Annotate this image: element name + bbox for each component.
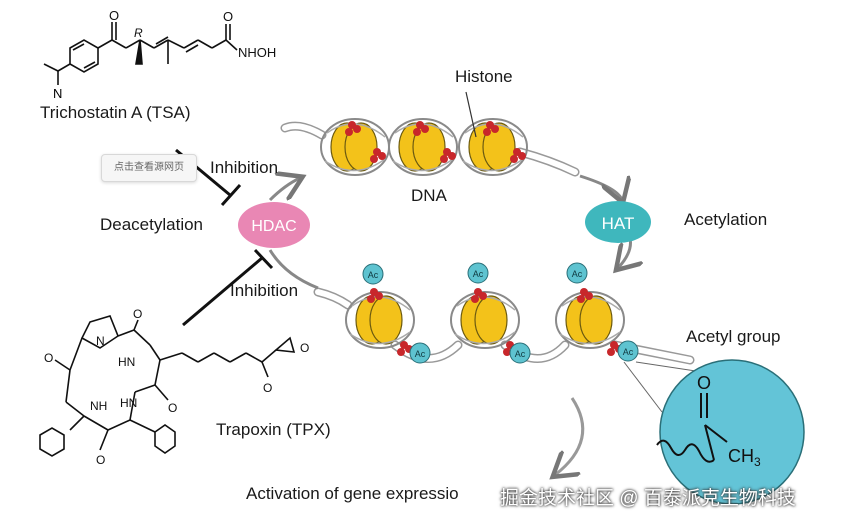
inhibition-top-label: Inhibition [210,158,279,177]
tsa-stereo-label: R [134,26,143,40]
tpx-structure [39,315,296,457]
tsa-amine-label: N [53,86,62,101]
acetyl-badges: Ac Ac Ac Ac Ac Ac [362,262,639,364]
svg-text:Ac: Ac [515,349,526,359]
tpx-label: Trapoxin (TPX) [216,420,331,439]
tpx-n-label: N [96,334,105,348]
tpx-oxygen-label: O [133,307,142,321]
svg-text:Ac: Ac [623,347,634,357]
view-source-tooltip[interactable]: 点击查看源网页 [101,154,197,182]
tpx-epoxide-oxygen-label: O [300,341,309,355]
hat-enzyme: HAT [585,201,651,243]
activation-arrow [555,397,585,475]
acetylation-label: Acetylation [684,210,768,229]
svg-text:Ac: Ac [572,269,583,279]
tsa-label: Trichostatin A (TSA) [40,103,191,122]
deacetylation-label: Deacetylation [100,215,204,234]
acetyl-group-callout: O CH3 [623,359,805,505]
arrow-to-hat [579,174,622,200]
tsa-hydroxamate-label: NHOH [238,45,276,60]
ac-badge: Ac [566,262,588,284]
svg-text:HDAC: HDAC [251,218,296,235]
tsa-structure [43,22,238,85]
tpx-oxygen-label: O [168,401,177,415]
activation-label: Activation of gene expressio [246,484,459,503]
svg-text:Ac: Ac [415,349,426,359]
arrow-to-hdac [268,249,319,290]
svg-text:O: O [697,373,711,393]
dna-label: DNA [411,186,447,205]
tsa-oxygen-label: O [223,9,233,24]
arrow-from-hdac [268,178,300,202]
ac-badge: Ac [509,342,531,364]
svg-text:Ac: Ac [368,270,379,280]
watermark: 掘金技术社区 @ 百泰派克生物科技 [500,488,796,509]
acetyl-group-label: Acetyl group [686,327,781,346]
tpx-n-label: NH [90,399,107,413]
ac-badge: Ac [362,263,384,285]
tpx-inhibition [182,248,274,327]
histone-label: Histone [455,67,513,86]
svg-text:HAT: HAT [602,214,635,233]
ac-badge: Ac [617,340,639,362]
svg-text:CH3: CH3 [728,446,761,469]
tpx-oxygen-label: O [44,351,53,365]
tpx-oxygen-label: O [263,381,272,395]
tpx-n-label: HN [118,355,135,369]
tpx-n-label: HN [120,396,137,410]
svg-text:Ac: Ac [473,269,484,279]
hdac-enzyme: HDAC [238,202,310,248]
inhibition-bottom-label: Inhibition [230,281,299,300]
ac-badge: Ac [467,262,489,284]
bottom-nucleosomes [345,288,625,356]
top-nucleosomes [320,118,528,176]
ac-badge: Ac [409,342,431,364]
histone-pointer [465,91,477,138]
tpx-oxygen-label: O [96,453,105,467]
tsa-oxygen-label-2: O [109,8,119,23]
